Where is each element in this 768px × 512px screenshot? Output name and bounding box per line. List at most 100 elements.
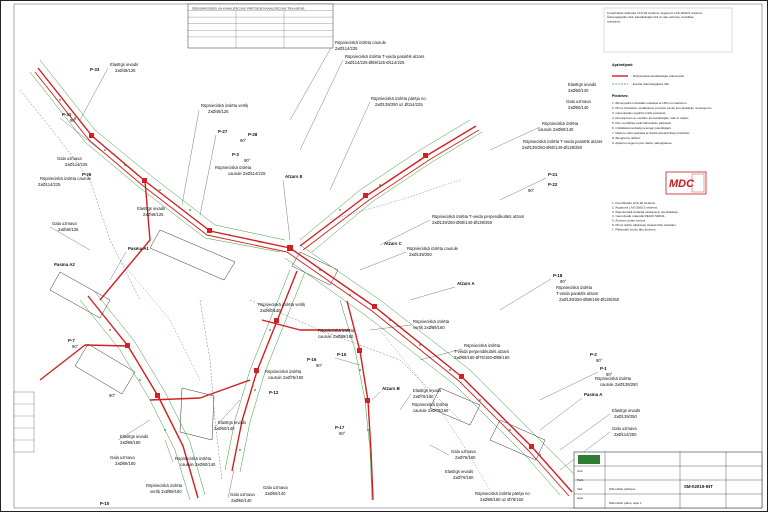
- note-box: [603, 7, 733, 53]
- plan-label: Rūpnieciskā izolēta T-veida perpendikulā…: [432, 214, 524, 219]
- plan-label: P-16: [307, 357, 317, 362]
- plan-label: Pasma A2: [54, 262, 75, 267]
- plan-label: 2xØ48/125: [58, 227, 79, 232]
- inner-border: [13, 3, 763, 509]
- leader-line: [181, 109, 200, 206]
- title-block-cell: Izstr.: [577, 469, 584, 473]
- road-edge: [299, 119, 471, 241]
- existing-utility: [199, 299, 223, 481]
- stamp: MDC: [665, 171, 707, 195]
- plan-label: Gala uzmava: [52, 221, 77, 226]
- plan-label: 2xØ114/225: [335, 46, 358, 51]
- pipeline-connector: [99, 180, 151, 301]
- plan-label: Rūpnieciskā izolēta: [215, 165, 252, 170]
- plan-label: 2xØ114/225: [65, 162, 88, 167]
- road-edge: [29, 71, 281, 253]
- leader-line: [499, 278, 552, 311]
- plan-label: P-12: [269, 390, 279, 395]
- plan-label: Gala uzmava: [566, 99, 591, 104]
- leader-line: [215, 399, 241, 427]
- plan-label: 90°: [606, 372, 613, 377]
- plan-label: 90°: [316, 363, 323, 368]
- plan-label: caurule 2xØ76/160: [413, 408, 449, 413]
- leader-line: [227, 469, 235, 499]
- leader-line: [289, 45, 333, 121]
- leader-lines: [49, 45, 611, 499]
- drawing-code: SM-02019-INT: [684, 484, 713, 489]
- leader-line: [539, 397, 583, 431]
- pipeline-branch-c-return: [302, 129, 480, 251]
- node-markers: [89, 133, 534, 449]
- plan-label: Gala uzmava: [230, 492, 255, 497]
- road-edge: [311, 131, 483, 253]
- pipeline-branch-c: [299, 125, 477, 247]
- note-line: 7. Darbus veikt saskaņā ar darba aizsard…: [612, 131, 690, 135]
- leader-line: [499, 177, 547, 201]
- plan-label: Elastīgs ievads: [110, 62, 138, 67]
- plan-label: Rūpnieciskā izolēta: [542, 121, 579, 126]
- legend-item-2: - Esošie ūdensapgādes tīkli: [631, 82, 669, 86]
- road-edge: [224, 269, 291, 471]
- plan-label: Pasma A: [584, 392, 603, 397]
- leader-line: [199, 134, 217, 216]
- plan-label: 2xØ114/225-Ø89/125-Ø114/225: [345, 60, 405, 65]
- plan-label: P-33: [90, 67, 100, 72]
- plan-label: 2xØ139/250: [614, 414, 637, 419]
- leader-line: [371, 391, 381, 401]
- plan-label: Rūpnieciskā izolēta: [412, 402, 449, 407]
- plan-label: Elastīgs ievads: [120, 434, 148, 439]
- plan-label: P-28: [248, 132, 258, 137]
- plan-label: Pasma A1: [128, 246, 149, 251]
- top-table: ŪDENSAPGĀDES UN KANALIZĀCIJAS PRETGĀJE K…: [187, 3, 334, 49]
- leader-line: [117, 419, 151, 441]
- plan-label: 2xØ139/250-Ø60/140-Ø139/250: [432, 220, 493, 225]
- road-edge: [299, 244, 581, 481]
- mid-note-line: 1. Koordinātas LKS-92 sistēmā.: [612, 201, 656, 205]
- leader-line: [369, 324, 412, 331]
- top-right-note: Koordinātas attēlotas LKS-92 sistēmā, au…: [607, 11, 703, 23]
- mid-note-line: 6. Pirms darbu sākšanas izsaukt tīklu tu…: [612, 223, 677, 227]
- plan-label: P-2: [590, 352, 597, 357]
- plan-label: 2xØ60/140: [214, 426, 235, 431]
- legend-title: Apzīmējumi:: [612, 63, 633, 67]
- plan-label: T-veida perpendikulārs atzars: [454, 349, 509, 354]
- plan-label: Rūpnieciskā izolēta caurule: [335, 40, 387, 45]
- leader-line: [59, 117, 101, 151]
- plan-label: 2xØ89/160 uz Ø76/160: [480, 497, 524, 502]
- building-outline: [149, 229, 236, 281]
- note-line: 6. Izpilddokumentāciju iesniegt pasūtītā…: [612, 126, 672, 130]
- note-line: 5. Pēc montāžas veikt hidraulisko pārbau…: [612, 121, 672, 125]
- plan-label: 90°: [339, 431, 346, 436]
- existing-utility: [379, 329, 491, 491]
- plan-label: P-21: [548, 172, 558, 177]
- plan-label: T-veida paralēls atzars: [556, 291, 598, 296]
- building-outline: [429, 387, 481, 426]
- plan-label: 90°: [72, 344, 79, 349]
- plan-label: 2xØ89/160: [120, 440, 141, 445]
- plan-label: 2xØ76/160: [453, 475, 474, 480]
- plan-label: Gala uzmava: [451, 449, 476, 454]
- plan-label: 90°: [560, 279, 567, 284]
- plan-label: Rūpnieciskā izolēta: [175, 456, 212, 461]
- plan-label: 90°: [240, 138, 247, 143]
- plan-label: Rūpnieciskā izolēta pārēja no: [371, 96, 426, 101]
- leader-line: [559, 431, 611, 471]
- plan-label: vertiķ 2xØ89/160: [413, 325, 445, 330]
- pipeline-connector: [39, 344, 129, 381]
- plan-label: 2xØ76/160: [455, 455, 476, 460]
- plan-label: P-10: [100, 501, 110, 506]
- mid-note-line: 2. Augstumi LAS-2000,5 sistēmā.: [612, 205, 658, 209]
- plan-label: Rūpnieciskā izolēta vertiķ: [258, 302, 306, 307]
- plan-label: 2xØ60/140: [568, 105, 589, 110]
- plan-label: P-17: [335, 425, 345, 430]
- plan-label: Rūpnieciskā izolēta caurule: [40, 176, 92, 181]
- plan-label: Rūpnieciskā izolēta T-veida paralēls atz…: [345, 54, 424, 59]
- road-edge: [284, 257, 561, 496]
- plan-label: Atzars A: [457, 281, 475, 286]
- leader-line: [109, 251, 127, 281]
- plan-labels: Rūpnieciskā izolēta caurule2xØ114/225Rūp…: [38, 40, 640, 506]
- title-block-cell: Pārb.: [577, 478, 584, 482]
- building-outline: [179, 387, 215, 441]
- plan-label: 2xØ89/160: [115, 461, 136, 466]
